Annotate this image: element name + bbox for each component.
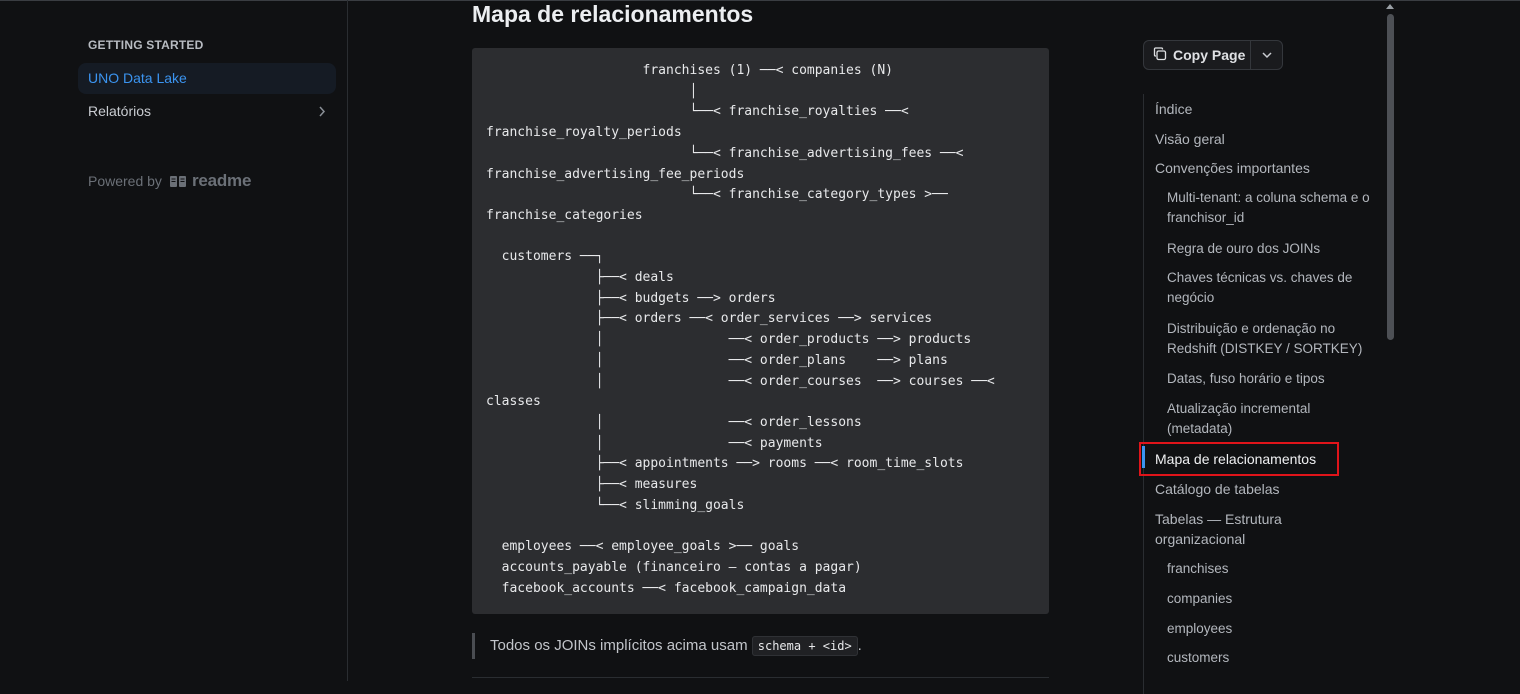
toc-item-visao-geral[interactable]: Visão geral bbox=[1155, 131, 1225, 147]
toc-item-tabelas-estrutura[interactable]: Tabelas — Estrutura organizacional bbox=[1155, 511, 1282, 547]
toc-item-atualizacao[interactable]: Atualização incremental (metadata) bbox=[1167, 401, 1311, 436]
highlight-box bbox=[1139, 442, 1339, 476]
section-heading: Mapa de relacionamentos bbox=[472, 1, 754, 27]
chevron-down-icon bbox=[1261, 46, 1273, 64]
scroll-up-arrow-icon[interactable] bbox=[1386, 4, 1394, 9]
toc-item-convencoes[interactable]: Convenções importantes bbox=[1155, 160, 1310, 176]
toc-item-franchises[interactable]: franchises bbox=[1167, 561, 1229, 576]
copy-options-dropdown[interactable] bbox=[1251, 41, 1282, 69]
sidebar-item-relatorios[interactable]: Relatórios bbox=[78, 96, 336, 127]
sidebar-item-label: Relatórios bbox=[88, 103, 152, 119]
toc-item-multi-tenant[interactable]: Multi-tenant: a coluna schema e o franch… bbox=[1167, 190, 1370, 225]
main-content: Mapa de relacionamentos franchises (1) ─… bbox=[349, 0, 1139, 681]
toc-item-datas[interactable]: Datas, fuso horário e tipos bbox=[1167, 371, 1325, 386]
sidebar-item-uno-data-lake[interactable]: UNO Data Lake bbox=[78, 63, 336, 94]
toc-item-indice[interactable]: Índice bbox=[1155, 101, 1193, 117]
toc-item-customers[interactable]: customers bbox=[1167, 650, 1230, 665]
relationship-map-code: franchises (1) ──< companies (N) │ └──< … bbox=[486, 63, 995, 596]
readme-brand: readme bbox=[191, 171, 252, 190]
code-block: franchises (1) ──< companies (N) │ └──< … bbox=[472, 48, 1049, 614]
sidebar-item-label: UNO Data Lake bbox=[88, 70, 187, 86]
blockquote: Todos os JOINs implícitos acima usam sch… bbox=[472, 633, 862, 659]
toc-item-employees[interactable]: employees bbox=[1167, 621, 1233, 636]
window-top-border bbox=[0, 0, 1520, 1]
content-divider bbox=[472, 677, 1049, 678]
copy-page-button[interactable]: Copy Page bbox=[1144, 41, 1251, 69]
powered-by-readme[interactable]: Powered by readme bbox=[88, 171, 251, 191]
chevron-right-icon bbox=[318, 96, 326, 138]
copy-page-button-group: Copy Page bbox=[1143, 40, 1283, 70]
table-of-contents: Índice Visão geral Convenções importante… bbox=[1142, 94, 1374, 694]
quote-text: Todos os JOINs implícitos acima usam bbox=[490, 637, 748, 654]
quote-suffix: . bbox=[857, 637, 862, 654]
toc-item-regra-de-ouro[interactable]: Regra de ouro dos JOINs bbox=[1167, 241, 1321, 256]
toc-item-companies[interactable]: companies bbox=[1167, 591, 1233, 606]
copy-page-label: Copy Page bbox=[1173, 47, 1246, 63]
left-sidebar: GETTING STARTED UNO Data Lake Relatórios… bbox=[0, 0, 348, 681]
toc-item-distribuicao[interactable]: Distribuição e ordenação no Redshift (DI… bbox=[1167, 321, 1363, 356]
scrollbar-thumb[interactable] bbox=[1387, 14, 1394, 340]
copy-icon bbox=[1153, 46, 1167, 64]
toc-item-catalogo[interactable]: Catálogo de tabelas bbox=[1155, 481, 1280, 497]
sidebar-section-title: GETTING STARTED bbox=[88, 38, 204, 52]
readme-logo-icon bbox=[169, 175, 186, 187]
toc-item-mapa-de-relacionamentos[interactable]: Mapa de relacionamentos bbox=[1155, 451, 1317, 467]
toc-active-indicator bbox=[1142, 446, 1145, 468]
toc-item-chaves[interactable]: Chaves técnicas vs. chaves de negócio bbox=[1167, 270, 1353, 305]
inline-code: schema + <id> bbox=[751, 636, 858, 656]
powered-by-label: Powered by bbox=[88, 173, 162, 189]
